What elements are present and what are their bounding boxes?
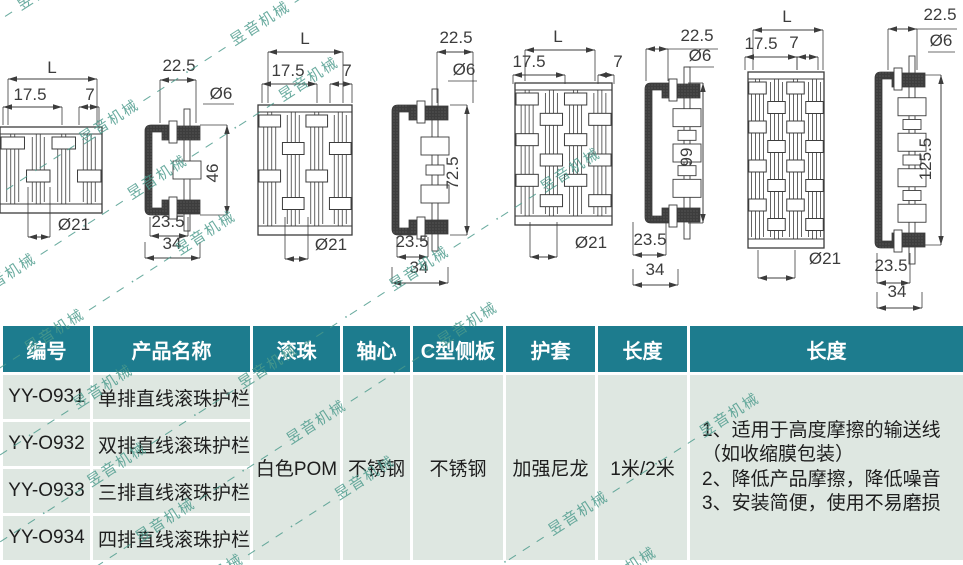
svg-text:Ø6: Ø6 [930, 31, 953, 50]
note-line: 2、降低产品摩擦，降低噪音 [702, 468, 941, 490]
column-header-axle: 轴心 [340, 323, 413, 375]
column-header-product-name: 产品名称 [90, 323, 253, 375]
svg-text:23.5: 23.5 [395, 232, 428, 251]
column-header-ball: 滚珠 [250, 323, 343, 375]
note-line: 1、适用于高度摩擦的输送线 [702, 419, 941, 441]
svg-text:34: 34 [410, 258, 429, 277]
column-header-length-notes: 长度 [687, 323, 963, 375]
column-header-length: 长度 [595, 323, 690, 375]
svg-text:22.5: 22.5 [680, 26, 713, 45]
product-code: YY-O934 [0, 513, 93, 563]
table-row: YY-O932 双排直线滚珠护栏 [0, 419, 963, 469]
svg-text:23.5: 23.5 [151, 212, 184, 231]
svg-text:7: 7 [85, 85, 94, 104]
svg-text:22.5: 22.5 [923, 5, 956, 24]
svg-text:Ø21: Ø21 [315, 235, 347, 254]
product-name: 三排直线滚珠护栏 [90, 466, 253, 516]
product-name: 四排直线滚珠护栏 [90, 513, 253, 563]
svg-text:34: 34 [888, 282, 907, 301]
table-row: YY-O934 四排直线滚珠护栏 [0, 513, 963, 563]
svg-text:Ø21: Ø21 [58, 215, 90, 234]
svg-text:46: 46 [203, 164, 222, 183]
ball-material: 白色POM [250, 372, 343, 563]
svg-text:L: L [782, 7, 791, 26]
product-code: YY-O932 [0, 419, 93, 469]
svg-text:72.5: 72.5 [443, 156, 462, 189]
table-row: YY-O933 三排直线滚珠护栏 [0, 466, 963, 516]
note-line: 3、安装简便，使用不易磨损 [702, 493, 941, 514]
column-header-c-side-plate: C型侧板 [410, 323, 506, 375]
product-code: YY-O933 [0, 466, 93, 516]
svg-text:Ø21: Ø21 [575, 233, 607, 252]
svg-text:Ø6: Ø6 [689, 46, 712, 65]
svg-text:L: L [553, 27, 562, 46]
svg-text:99: 99 [677, 148, 696, 167]
svg-text:22.5: 22.5 [162, 56, 195, 75]
axle-material: 不锈钢 [340, 372, 413, 563]
svg-text:17.5: 17.5 [271, 61, 304, 80]
note-line: （如收缩膜包装） [702, 444, 855, 465]
header-row: 编号 产品名称 滚珠 轴心 C型侧板 护套 长度 长度 [0, 323, 963, 375]
product-name: 双排直线滚珠护栏 [90, 419, 253, 469]
quad-row-side-view: 22.5Ø6 125.5 23.5 34 [874, 5, 957, 311]
svg-text:125.5: 125.5 [916, 138, 935, 181]
svg-text:23.5: 23.5 [633, 230, 666, 249]
svg-text:7: 7 [613, 52, 622, 71]
svg-text:Ø6: Ø6 [453, 60, 476, 79]
svg-text:L: L [300, 29, 309, 48]
column-header-code: 编号 [0, 323, 93, 375]
sheath-material: 加强尼龙 [503, 372, 598, 563]
c-side-plate-material: 不锈钢 [410, 372, 506, 563]
svg-text:23.5: 23.5 [874, 256, 907, 275]
product-name: 单排直线滚珠护栏 [90, 372, 253, 422]
svg-text:34: 34 [646, 260, 665, 279]
svg-text:L: L [47, 58, 56, 77]
length-value: 1米/2米 [595, 372, 690, 563]
spec-table: 编号 产品名称 滚珠 轴心 C型侧板 护套 长度 长度 YY-O931 单排直线… [0, 323, 963, 563]
product-code: YY-O931 [0, 372, 93, 422]
svg-text:17.5: 17.5 [512, 52, 545, 71]
svg-text:Ø21: Ø21 [809, 249, 841, 268]
svg-text:Ø6: Ø6 [210, 84, 233, 103]
column-header-sheath: 护套 [503, 323, 598, 375]
svg-text:7: 7 [342, 61, 351, 80]
svg-text:17.5: 17.5 [13, 85, 46, 104]
svg-text:17.5: 17.5 [744, 34, 777, 53]
double-row-side-view: 22.5Ø6 72.5 23.5 34 [391, 28, 477, 286]
triple-row-side-view: 22.5Ø6 99 23.5 34 [632, 26, 718, 288]
svg-text:7: 7 [789, 33, 798, 52]
notes-cell: 1、适用于高度摩擦的输送线 （如收缩膜包装） 2、降低产品摩擦，降低噪音 3、安… [687, 372, 963, 563]
svg-text:34: 34 [163, 234, 182, 253]
single-row-side-view: 22.5Ø6 46 23.5 34 [144, 56, 234, 261]
svg-text:22.5: 22.5 [439, 28, 472, 47]
table-row: YY-O931 单排直线滚珠护栏 白色POM 不锈钢 不锈钢 加强尼龙 1米/2… [0, 372, 963, 563]
